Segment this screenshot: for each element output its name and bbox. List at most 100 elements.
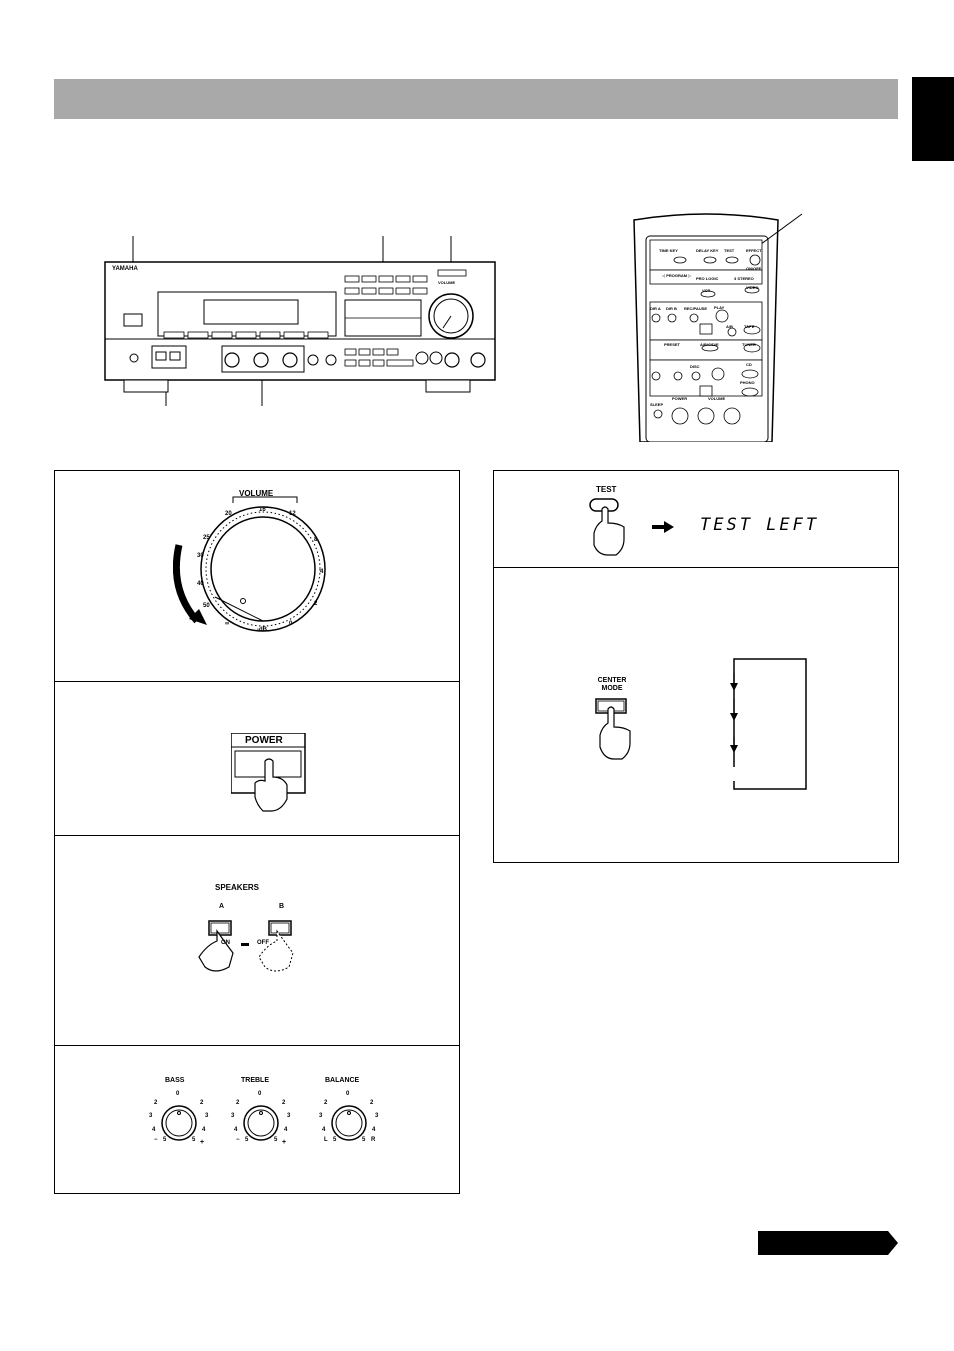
bass-scale-four-right: 4 <box>202 1127 206 1133</box>
brand-logo: YAMAHA <box>112 266 138 272</box>
remote-ab[interactable]: A/B <box>726 324 733 329</box>
balance-scale-two-right: 2 <box>370 1100 374 1106</box>
remote-vcr[interactable]: VCR <box>702 288 711 293</box>
remote-play-tape[interactable]: PLAY <box>714 305 725 310</box>
balance-scale-three-left: 3 <box>319 1113 323 1119</box>
remote-test-button[interactable]: TEST <box>724 248 735 253</box>
remote-dir-b[interactable]: DIR B <box>666 306 677 311</box>
balance-scale-two-left: 2 <box>324 1100 328 1106</box>
language-tab <box>912 77 954 161</box>
treble-plus: + <box>282 1139 287 1146</box>
center-mode-label: CENTER MODE <box>597 677 627 692</box>
volume-scale-30: 30 <box>197 553 204 559</box>
volume-dial-figure: VOLUME 20 16 12 25 8 30 4 40 50 2 0 ∞ -d… <box>173 489 343 639</box>
balance-scale-five-right: 5 <box>362 1137 366 1143</box>
treble-scale-five-right: 5 <box>274 1137 278 1143</box>
remote-video[interactable]: VIDEO <box>746 285 759 290</box>
power-button-figure: POWER <box>231 733 309 815</box>
left-steps-panel: VOLUME 20 16 12 25 8 30 4 40 50 2 0 ∞ -d… <box>54 470 460 1194</box>
volume-scale-db: -dB <box>257 627 267 633</box>
speakers-off-label: OFF <box>257 940 269 946</box>
volume-scale-50: 50 <box>203 603 210 609</box>
test-button-figure: TEST <box>584 485 634 557</box>
remote-3-stereo[interactable]: 3 STEREO <box>734 276 754 281</box>
remote-pro-logic[interactable]: PRO LOGIC <box>696 276 719 281</box>
volume-scale-infinity: ∞ <box>225 621 230 627</box>
volume-scale-12: 12 <box>289 511 296 517</box>
balance-label: BALANCE <box>325 1077 360 1084</box>
remote-delay-key[interactable]: DELAY KEY <box>696 248 719 253</box>
power-label: POWER <box>245 735 283 746</box>
speakers-on-label: ON <box>221 940 230 946</box>
bass-scale-three-left: 3 <box>149 1113 153 1119</box>
balance-scale-five-left: 5 <box>333 1137 337 1143</box>
arrow-right-icon <box>652 521 674 533</box>
balance-r: R <box>371 1137 376 1143</box>
test-display: TEST LEFT <box>700 515 820 535</box>
remote-dir-a[interactable]: DIR A <box>650 306 661 311</box>
bass-label: BASS <box>165 1077 185 1084</box>
remote-preset[interactable]: PRESET <box>664 342 681 347</box>
volume-scale-16: 16 <box>259 507 266 513</box>
remote-disc[interactable]: DISC <box>690 364 700 369</box>
bass-plus: + <box>200 1139 205 1146</box>
treble-scale-zero: 0 <box>258 1091 262 1097</box>
remote-time-key[interactable]: TIME KEY <box>659 248 678 253</box>
divider <box>55 835 459 836</box>
next-page-arrow-icon <box>758 1231 898 1255</box>
volume-scale-40: 40 <box>197 581 204 587</box>
treble-scale-two-right: 2 <box>282 1100 286 1106</box>
remote-tape[interactable]: TAPE <box>744 324 755 329</box>
remote-rec-pause[interactable]: REC/PAUSE <box>684 306 708 311</box>
speakers-figure: SPEAKERS A B ON OFF <box>191 883 311 983</box>
bass-scale-zero: 0 <box>176 1091 180 1097</box>
section-header-bar <box>54 79 898 119</box>
volume-scale-2: 2 <box>314 601 318 607</box>
treble-label: TREBLE <box>241 1077 269 1084</box>
speakers-a-label: A <box>219 903 225 910</box>
remote-tuner[interactable]: TUNER <box>742 342 756 347</box>
treble-scale-four-left: 4 <box>234 1127 238 1133</box>
receiver-illustration: YAMAHA VOLUME <box>100 236 500 416</box>
remote-effect-button[interactable]: EFFECT <box>746 248 762 253</box>
bass-minus: − <box>154 1137 158 1143</box>
remote-abcde[interactable]: A/B/C/D/E <box>700 342 719 347</box>
remote-power[interactable]: POWER <box>672 396 688 401</box>
receiver-volume-label: VOLUME <box>438 280 456 285</box>
volume-scale-25: 25 <box>203 535 210 541</box>
treble-scale-four-right: 4 <box>284 1127 288 1133</box>
center-mode-button-figure: CENTER MODE <box>590 675 640 765</box>
test-button-label: TEST <box>596 485 617 494</box>
remote-sleep[interactable]: SLEEP <box>650 402 664 407</box>
bass-scale-three-right: 3 <box>205 1113 209 1119</box>
divider <box>55 681 459 682</box>
bass-scale-four-left: 4 <box>152 1127 156 1133</box>
right-steps-panel: TEST TEST LEFT CENTER MODE <box>493 470 899 863</box>
bass-scale-two-right: 2 <box>200 1100 204 1106</box>
tone-controls-figure: BASS TREBLE BALANCE 0 2 2 3 3 4 4 − 5 5 … <box>145 1077 385 1157</box>
bass-scale-five-left: 5 <box>163 1137 167 1143</box>
volume-title: VOLUME <box>239 489 274 498</box>
speakers-title: SPEAKERS <box>215 883 260 892</box>
remote-phono[interactable]: PHONO <box>740 380 755 385</box>
remote-illustration: TIME KEY DELAY KEY TEST EFFECT ON/OFF ◁ … <box>622 206 812 442</box>
balance-scale-three-right: 3 <box>375 1113 379 1119</box>
remote-on-off[interactable]: ON/OFF <box>746 266 762 271</box>
remote-cd[interactable]: CD <box>746 362 752 367</box>
treble-scale-three-right: 3 <box>287 1113 291 1119</box>
balance-scale-four-left: 4 <box>322 1127 326 1133</box>
remote-program[interactable]: ◁ PROGRAM ▷ <box>662 273 692 278</box>
balance-scale-zero: 0 <box>346 1091 350 1097</box>
speakers-b-label: B <box>279 903 285 910</box>
bass-scale-two-left: 2 <box>154 1100 158 1106</box>
volume-scale-0: 0 <box>289 621 293 627</box>
balance-l: L <box>324 1137 328 1143</box>
center-mode-cycle-diagram <box>728 657 808 791</box>
treble-scale-three-left: 3 <box>231 1113 235 1119</box>
bass-scale-five-right: 5 <box>192 1137 196 1143</box>
remote-volume[interactable]: VOLUME <box>708 396 726 401</box>
treble-scale-two-left: 2 <box>236 1100 240 1106</box>
volume-scale-4: 4 <box>320 569 324 575</box>
balance-scale-four-right: 4 <box>372 1127 376 1133</box>
divider <box>55 1045 459 1046</box>
